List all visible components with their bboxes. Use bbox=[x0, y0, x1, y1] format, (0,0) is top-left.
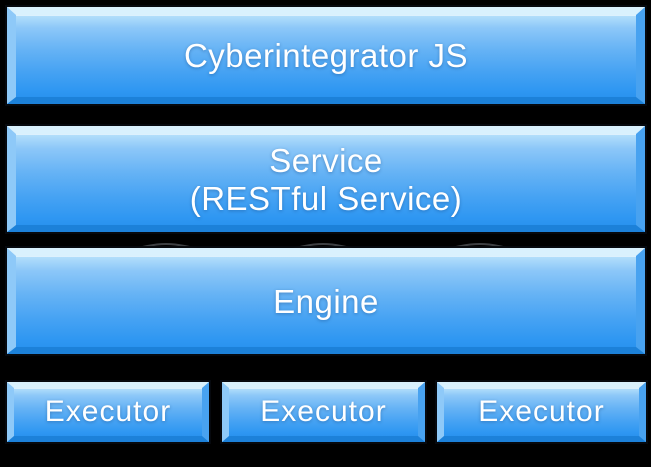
box-cyberintegrator-js: Cyberintegrator JS bbox=[7, 7, 645, 104]
box-service-label-line2: (RESTful Service) bbox=[189, 179, 463, 217]
box-executor-3-label: Executor bbox=[478, 395, 605, 428]
box-executor-1-label: Executor bbox=[44, 395, 172, 428]
box-service: Service (RESTful Service) bbox=[7, 126, 645, 232]
squiggle-path bbox=[87, 242, 559, 260]
box-service-label-line1: Service bbox=[269, 141, 383, 179]
box-executor-1: Executor bbox=[7, 382, 209, 442]
box-engine-label: Engine bbox=[273, 282, 379, 320]
box-cyberintegrator-js-label: Cyberintegrator JS bbox=[183, 37, 469, 74]
box-executor-3: Executor bbox=[437, 382, 646, 442]
box-executor-2-label: Executor bbox=[260, 395, 387, 428]
box-engine: Engine bbox=[7, 248, 645, 354]
box-executor-2: Executor bbox=[222, 382, 425, 442]
